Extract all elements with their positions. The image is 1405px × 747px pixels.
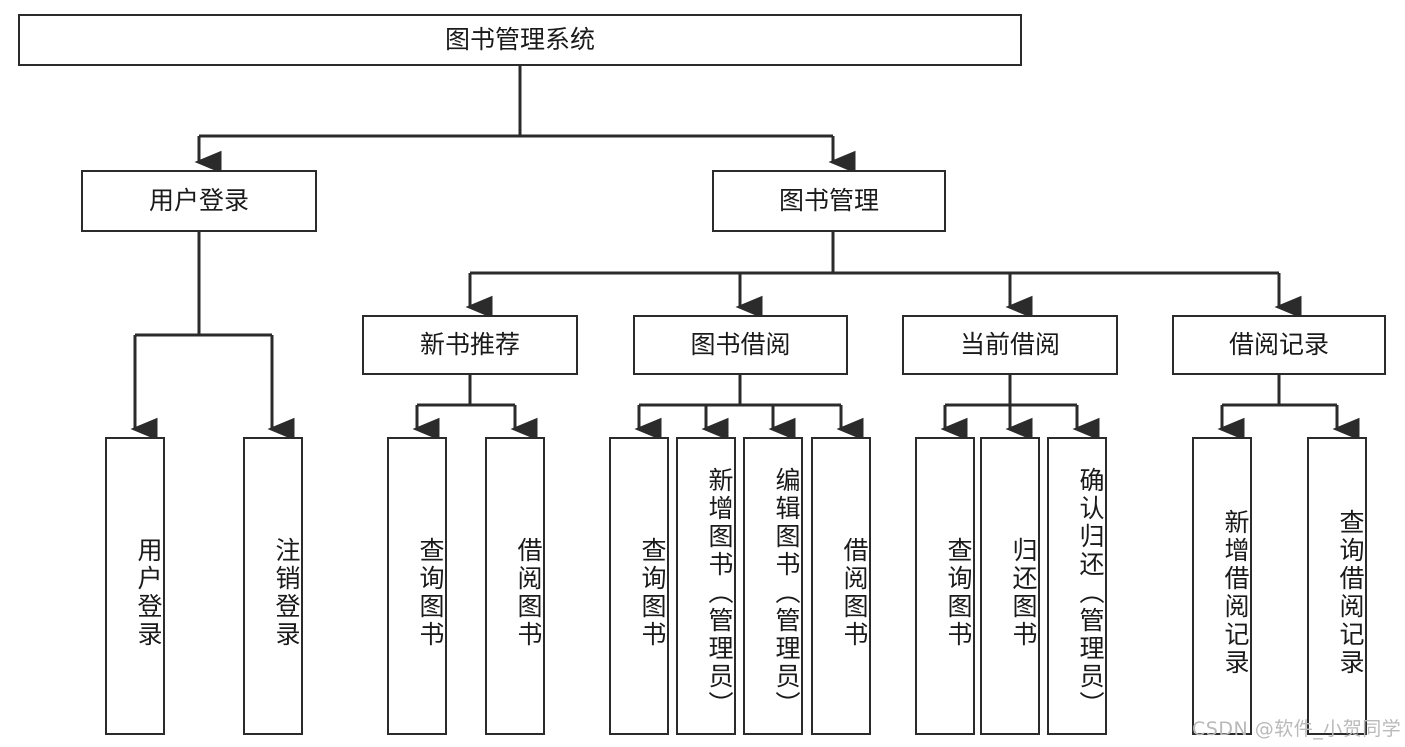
node-label: 查询图书 xyxy=(638,537,667,649)
leaf-borrow-book[interactable]: 借阅图书 xyxy=(811,437,871,735)
leaf-add-borrow-record[interactable]: 新增借阅记录 xyxy=(1192,437,1252,735)
watermark: CSDN @软件_小贺同学 xyxy=(1192,718,1402,740)
node-label: 确认归还（管理员） xyxy=(1076,467,1105,719)
node-root-book-management-system[interactable]: 图书管理系统 xyxy=(18,14,1022,66)
node-current-borrow[interactable]: 当前借阅 xyxy=(902,315,1118,375)
node-label: 图书管理 xyxy=(778,186,879,216)
node-label: 图书借阅 xyxy=(690,330,791,360)
node-label: 新增图书（管理员） xyxy=(705,467,734,719)
node-label: 查询图书 xyxy=(944,537,973,649)
node-label: 查询借阅记录 xyxy=(1336,509,1365,677)
node-book-borrow[interactable]: 图书借阅 xyxy=(633,315,848,375)
node-label: 用户登录 xyxy=(148,186,249,216)
node-user-login[interactable]: 用户登录 xyxy=(81,170,317,232)
node-label: 当前借阅 xyxy=(959,330,1060,360)
leaf-query-book-borrow[interactable]: 查询图书 xyxy=(609,437,669,735)
leaf-add-book-admin[interactable]: 新增图书（管理员） xyxy=(676,437,736,735)
leaf-borrow-book-recommend[interactable]: 借阅图书 xyxy=(485,437,545,735)
leaf-query-borrow-record[interactable]: 查询借阅记录 xyxy=(1307,437,1367,735)
leaf-user-login[interactable]: 用户登录 xyxy=(105,437,165,735)
leaf-confirm-return-admin[interactable]: 确认归还（管理员） xyxy=(1047,437,1107,735)
node-label: 借阅记录 xyxy=(1228,330,1329,360)
node-label: 查询图书 xyxy=(416,537,445,649)
node-book-management[interactable]: 图书管理 xyxy=(712,170,946,232)
node-label: 新书推荐 xyxy=(419,330,520,360)
leaf-edit-book-admin[interactable]: 编辑图书（管理员） xyxy=(743,437,803,735)
node-label: 借阅图书 xyxy=(514,537,543,649)
leaf-return-book[interactable]: 归还图书 xyxy=(980,437,1040,735)
node-new-book-recommend[interactable]: 新书推荐 xyxy=(362,315,578,375)
node-label: 编辑图书（管理员） xyxy=(772,467,801,719)
node-label: 借阅图书 xyxy=(840,537,869,649)
node-label: 用户登录 xyxy=(134,537,163,649)
node-label: 图书管理系统 xyxy=(444,25,595,55)
node-label: 归还图书 xyxy=(1009,537,1038,649)
leaf-query-book-current[interactable]: 查询图书 xyxy=(915,437,975,735)
leaf-query-book-recommend[interactable]: 查询图书 xyxy=(387,437,447,735)
node-label: 注销登录 xyxy=(272,537,301,649)
node-borrow-record[interactable]: 借阅记录 xyxy=(1172,315,1386,375)
leaf-logout[interactable]: 注销登录 xyxy=(243,437,303,735)
node-label: 新增借阅记录 xyxy=(1221,509,1250,677)
